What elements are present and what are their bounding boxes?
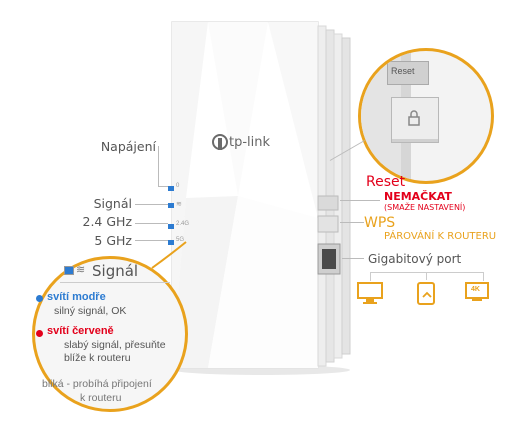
blue-bullet — [36, 295, 43, 302]
led-24-label: 2.4G — [176, 221, 190, 227]
wps-title: WPS — [364, 215, 396, 231]
reset-action: NEMAČKAT — [384, 190, 452, 203]
leader-line-reset — [340, 200, 380, 201]
leader-line-signal — [135, 204, 168, 205]
red-state-text-2: blíže k routeru — [64, 352, 131, 364]
reset-button-magnifier: Reset — [358, 48, 494, 184]
leader-line-wps — [340, 222, 364, 223]
device-logo-text: tp-link — [229, 135, 271, 150]
magnifier-curve-leader — [151, 241, 187, 269]
label-signal: Signál — [93, 196, 132, 211]
magnified-reset-plate — [387, 61, 429, 85]
tablet-icon — [417, 282, 435, 305]
tv-4k-icon — [465, 282, 489, 301]
leader-line-port — [342, 258, 364, 259]
signal-led-icon: ≋ — [176, 201, 182, 208]
leader-line-power — [158, 146, 159, 186]
label-2-4ghz: 2.4 GHz — [82, 214, 133, 229]
leader-line-5 — [135, 240, 168, 241]
signal-led-mag-icon — [64, 266, 74, 275]
reset-note: (SMAŽE NASTAVENÍ) — [384, 203, 466, 212]
reset-title: Reset — [366, 174, 406, 190]
blue-state-title: svítí modře — [47, 291, 106, 303]
red-state-text-1: slabý signál, přesuňte — [64, 339, 166, 351]
signal-title-underline — [60, 282, 170, 283]
leader-line-24 — [135, 223, 168, 224]
port-bracket — [370, 272, 484, 281]
leader-line-power-h — [158, 186, 168, 187]
blink-state-text-2: k routeru — [80, 392, 122, 404]
port-bracket-mid — [426, 272, 427, 280]
blue-state-text: silný signál, OK — [54, 305, 127, 317]
red-bullet — [36, 330, 43, 337]
magnified-wps-button[interactable] — [391, 97, 439, 143]
signal-wifi-icon: ≋ — [76, 264, 86, 276]
tv-4k-text: 4K — [471, 286, 480, 293]
monitor-icon — [357, 282, 383, 304]
blink-state-text-1: bliká - probíhá připojení — [42, 378, 152, 390]
red-state-title: svítí červeně — [47, 325, 114, 337]
led-5-label: 5G — [176, 237, 185, 243]
range-extender-device — [168, 21, 351, 375]
magnified-reset-label: Reset — [391, 66, 415, 76]
label-power: Napájení — [100, 139, 156, 154]
signal-info-title: Signál — [92, 262, 139, 280]
wps-action: PÁROVÁNÍ K ROUTERU — [384, 231, 497, 242]
lock-icon — [408, 110, 420, 126]
led-power-label: 0 — [176, 183, 180, 189]
gigabit-port-label: Gigabitový port — [368, 252, 462, 266]
label-5ghz: 5 GHz — [94, 233, 132, 248]
